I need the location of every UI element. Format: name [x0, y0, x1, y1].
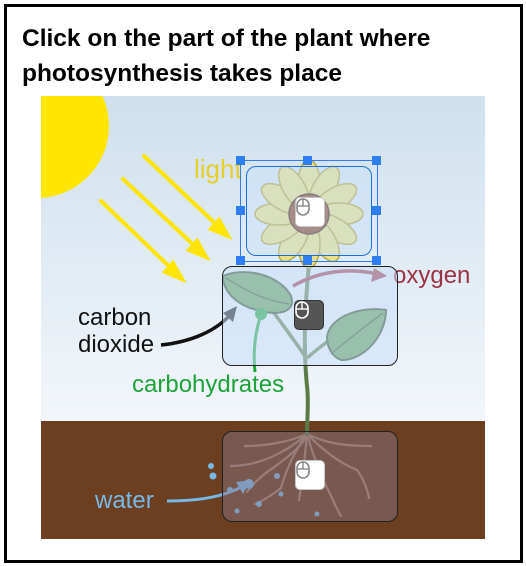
plant-illustration [41, 96, 485, 539]
question-line-2: photosynthesis takes place [22, 60, 342, 87]
water-drops [208, 463, 320, 517]
hotspot-leaves[interactable] [222, 266, 398, 366]
sky [41, 96, 485, 421]
resize-handle-right[interactable] [372, 206, 381, 215]
oxygen-label: oxygen [393, 262, 471, 289]
selection-outline [240, 160, 378, 262]
carbon-dioxide-label-line-1: carbon [78, 304, 152, 331]
mouse-cursor-icon [294, 300, 324, 330]
resize-handle-top-right[interactable] [372, 156, 381, 165]
sun-disc [41, 96, 109, 198]
light-label: light [194, 154, 242, 184]
resize-handle-top-left[interactable] [236, 156, 245, 165]
carbon-dioxide-label-line-2: dioxide [78, 331, 155, 358]
mouse-cursor-icon [295, 197, 325, 227]
light-rays [99, 154, 233, 284]
resize-handle-bottom-left[interactable] [236, 256, 245, 265]
carbon-dioxide-label: carbon dioxide [78, 304, 154, 358]
question-line-1: Click on the part of the plant where [22, 25, 431, 52]
resize-handle-bottom-right[interactable] [372, 256, 381, 265]
water-label: water [95, 487, 154, 514]
water-arrow [166, 484, 244, 503]
resize-handle-top[interactable] [303, 156, 312, 165]
carbohydrates-label: carbohydrates [132, 371, 285, 398]
hotspot-roots[interactable] [222, 431, 398, 522]
resize-handle-left[interactable] [236, 206, 245, 215]
question-text: Click on the part of the plant where pho… [22, 21, 492, 91]
mouse-cursor-icon [295, 460, 325, 490]
hotspot-flower[interactable] [246, 166, 372, 256]
plant-diagram: light oxygen carbon dioxide carbohydrate… [41, 96, 485, 539]
soil [41, 421, 485, 539]
resize-handle-bottom[interactable] [303, 256, 312, 265]
